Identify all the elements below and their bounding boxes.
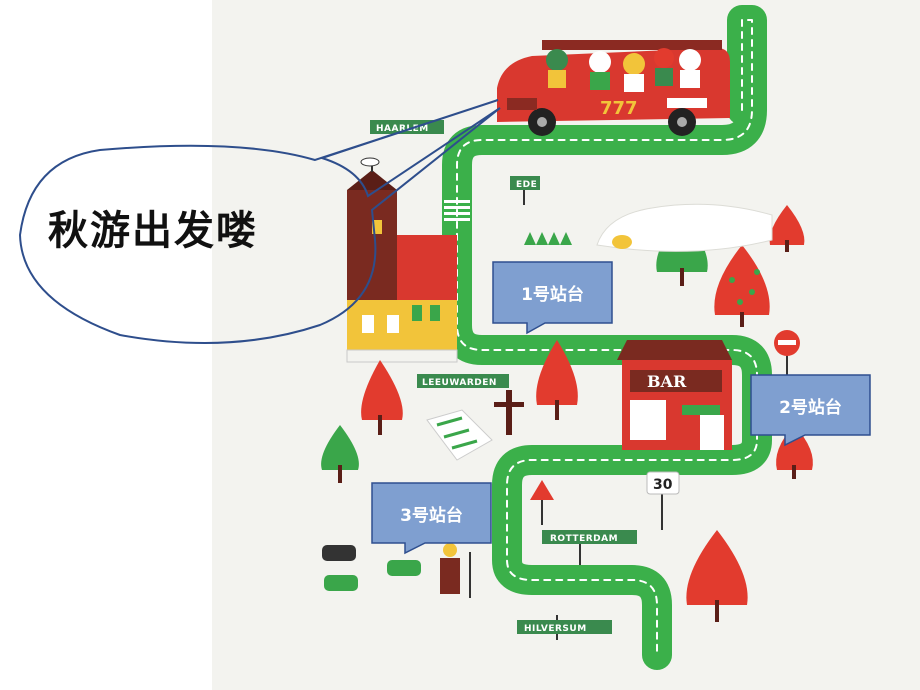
tree-red-apples (714, 245, 770, 327)
sign-rotterdam: ROTTERDAM (542, 530, 637, 565)
sign-ede: EDE (510, 176, 540, 205)
sheep-flock (322, 545, 421, 591)
svg-text:EDE: EDE (516, 180, 537, 190)
svg-text:30: 30 (653, 477, 673, 493)
shepherd (440, 543, 471, 598)
station-2-shape (750, 374, 871, 447)
bus-number: 777 (600, 98, 638, 119)
svg-text:LEEUWARDEN: LEEUWARDEN (422, 378, 497, 388)
tree-red (536, 340, 578, 420)
station-1-shape (492, 261, 613, 335)
road-signs: HAARLEM EDE LEEUWARDEN ROTTERDAM (370, 120, 800, 640)
tree-red (686, 530, 748, 622)
speech-bubble-text: 秋游出发喽 (48, 207, 258, 254)
open-book (426, 409, 493, 461)
sign-hilversum: HILVERSUM (517, 615, 612, 640)
station-3-shape (371, 482, 492, 555)
station-3-label[interactable]: 3号站台 (400, 505, 463, 526)
tour-bus: 777 (497, 40, 730, 136)
svg-text:HAARLEM: HAARLEM (376, 124, 429, 134)
station-1-label[interactable]: 1号站台 (521, 285, 584, 305)
bar-sign-text: BAR (647, 372, 687, 391)
sign-warning (530, 480, 554, 525)
map-illustration: 777 (212, 0, 920, 690)
sign-leeuwarden: LEEUWARDEN (417, 374, 509, 388)
trees (321, 203, 813, 622)
crosswalk (444, 200, 470, 221)
sign-speed: 30 (646, 471, 680, 530)
svg-text:HILVERSUM: HILVERSUM (524, 624, 587, 634)
tree-green (321, 425, 359, 483)
tree-red (769, 205, 805, 252)
svg-text:ROTTERDAM: ROTTERDAM (550, 534, 618, 544)
tree-red (776, 425, 813, 479)
cross (494, 390, 524, 435)
station-2-label[interactable]: 2号站台 (779, 397, 842, 418)
tree-red (361, 360, 403, 435)
bar-building: BAR (617, 340, 732, 450)
